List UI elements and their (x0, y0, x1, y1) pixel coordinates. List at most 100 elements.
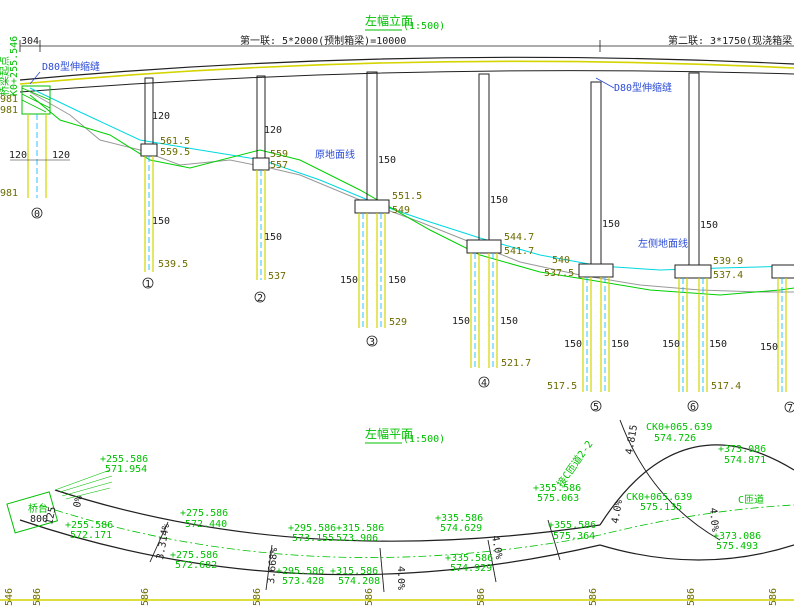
abutment-0: 120 120 981 981 981 0 (0, 85, 70, 220)
pier-3-cap-dim: 150 (378, 155, 396, 166)
pier-3-bottom: 529 (389, 317, 407, 328)
pier-6: 150 150 150 539.9 537.4 517.4 6 (662, 72, 743, 413)
pier-1-bottom: 539.5 (158, 259, 188, 270)
plan-label-10-sta: +355.586 (533, 483, 581, 494)
plan-label-7-sta: +315.586 (330, 566, 378, 577)
plan-label-9-sta: +335.586 (445, 553, 493, 564)
pier-5-bottom: 517.5 (547, 381, 577, 392)
pier-4-bottom: 521.7 (501, 358, 531, 369)
left-station-prefix: 桥梁起点 (0, 56, 11, 96)
pier-4-pile-dim-left: 150 (452, 316, 470, 327)
pier-2-cap-dim: 120 (264, 125, 282, 136)
pier-4-top2: 541.7 (504, 246, 534, 257)
plan-label-6-elev: 573.428 (282, 576, 324, 587)
elevation-title: 左幅立面 (365, 13, 413, 28)
pier-6-top2: 537.4 (713, 270, 743, 281)
pier-4-number: 4 (481, 378, 487, 389)
plan-label-15-elev: 575.493 (716, 541, 758, 552)
abut-label: 桥台 (28, 502, 48, 515)
pier-1-cap-dim: 120 (152, 111, 170, 122)
plan-label-3-sta: +275.586 (170, 550, 218, 561)
pier-5-number: 5 (593, 402, 599, 413)
pier-3-pile-dim-left: 150 (340, 275, 358, 286)
plan-label-0-elev: 571.954 (105, 464, 147, 475)
plan-label-0-sta: +255.586 (100, 454, 148, 465)
pier-2-top1: 559 (270, 149, 288, 160)
pier-1-pile-dim: 150 (152, 216, 170, 227)
grade-3: 4.0% (395, 566, 406, 590)
left-station: K0+255.546 (9, 36, 20, 96)
tick-2: 586 (140, 588, 151, 606)
pier-6-number: 6 (690, 402, 696, 413)
ground-label-1: 原地面线 (315, 148, 355, 161)
pier-5: 150 150 150 540 537.5 517.5 5 (544, 81, 629, 413)
pier-3-number: 3 (369, 337, 375, 348)
pier-6-cap-dim: 150 (700, 220, 718, 231)
ramp-label-2: C匝道 (738, 493, 764, 506)
plan-title: 左幅平面 (365, 426, 413, 441)
pier-2-pile-dim: 150 (264, 232, 282, 243)
plan-label-2-elev: 572.440 (185, 519, 227, 530)
grade-0: 0% (72, 495, 85, 509)
span-dimension: 304 第一联: 5*2000(预制箱梁)=10000 第二联: 3*1750(… (19, 34, 794, 52)
pier-1: 120 150 561.5 559.5 539.5 1 (140, 77, 190, 290)
pier-2: 120 150 559 557 537 2 (252, 75, 288, 304)
bottom-ticks: 546 586 586 586 586 586 586 586 586 (4, 588, 779, 606)
tick-4: 586 (364, 588, 375, 606)
pier-5-pile-dim-right: 150 (611, 339, 629, 350)
plan-label-8-elev: 574.629 (440, 523, 482, 534)
left-top-dim: 304 (21, 36, 39, 47)
plan-label-10-elev: 575.063 (537, 493, 579, 504)
plan-label-5-elev: 573.906 (336, 533, 378, 544)
plan-label-4-elev: 573.155 (292, 533, 334, 544)
plan-label-14-sta: +373.086 (718, 444, 766, 455)
grade-5: 4.0% (610, 499, 625, 525)
pier-2-number: 2 (257, 293, 263, 304)
grade-6: 4.0% (707, 507, 720, 532)
pier-5-top0: 540 (552, 255, 570, 266)
pier-4-pile-dim-right: 150 (500, 316, 518, 327)
pier-3-pile-dim-right: 150 (388, 275, 406, 286)
pier-5-pile-dim-left: 150 (564, 339, 582, 350)
pier-7-number: 7 (787, 403, 793, 414)
grade-4: 4.0% (489, 535, 504, 561)
span-label-2: 第二联: 3*1750(现浇箱梁)=5 (668, 34, 794, 47)
plan-label-8-sta: +335.586 (435, 513, 483, 524)
plan-label-1-sta: +255.586 (65, 520, 113, 531)
pier-3: 150 150 150 551.5 549 529 3 (340, 71, 422, 348)
ground-label-2: 左侧地面线 (638, 237, 688, 250)
abutment-elev-2: 981 (0, 105, 18, 116)
pier-5-top1: 537.5 (544, 268, 574, 279)
plan-label-1-elev: 572.171 (70, 530, 112, 541)
plan-label-12-elev: 574.726 (654, 433, 696, 444)
plan-label-14-elev: 574.871 (724, 455, 766, 466)
abutment-number: 0 (34, 209, 40, 220)
plan-label-11-elev: 575.364 (553, 531, 595, 542)
plan-label-9-elev: 574.929 (450, 563, 492, 574)
abutment-dim-right: 120 (52, 150, 70, 161)
plan-label-6-sta: +295.586 (276, 566, 324, 577)
grade-2: 3.668% (266, 547, 280, 584)
ramp-label: 接C匝道2-2 (554, 438, 596, 490)
pier-3-top1: 551.5 (392, 191, 422, 202)
plan-scale: (1:500) (403, 434, 445, 445)
span-label-1: 第一联: 5*2000(预制箱梁)=10000 (240, 34, 406, 47)
pier-7: 150 7 (760, 264, 794, 414)
plan-label-5-sta: +315.586 (336, 523, 384, 534)
pier-1-top1: 561.5 (160, 136, 190, 147)
pier-7-pile-dim-left: 150 (760, 342, 778, 353)
abutment-elev-3: 981 (0, 188, 18, 199)
tick-8: 586 (768, 588, 779, 606)
plan-label-13-elev: 575.135 (640, 502, 682, 513)
pier-2-bottom: 537 (268, 271, 286, 282)
plan-label-7-elev: 574.208 (338, 576, 380, 587)
tick-6: 586 (588, 588, 599, 606)
pier-1-number: 1 (145, 279, 151, 290)
pier-5-cap-dim: 150 (602, 219, 620, 230)
pier-6-top1: 539.9 (713, 256, 743, 267)
pier-4-top1: 544.7 (504, 232, 534, 243)
elevation-scale: (1:500) (403, 21, 445, 32)
tick-7: 586 (686, 588, 697, 606)
plan-label-11-sta: +355.586 (548, 520, 596, 531)
